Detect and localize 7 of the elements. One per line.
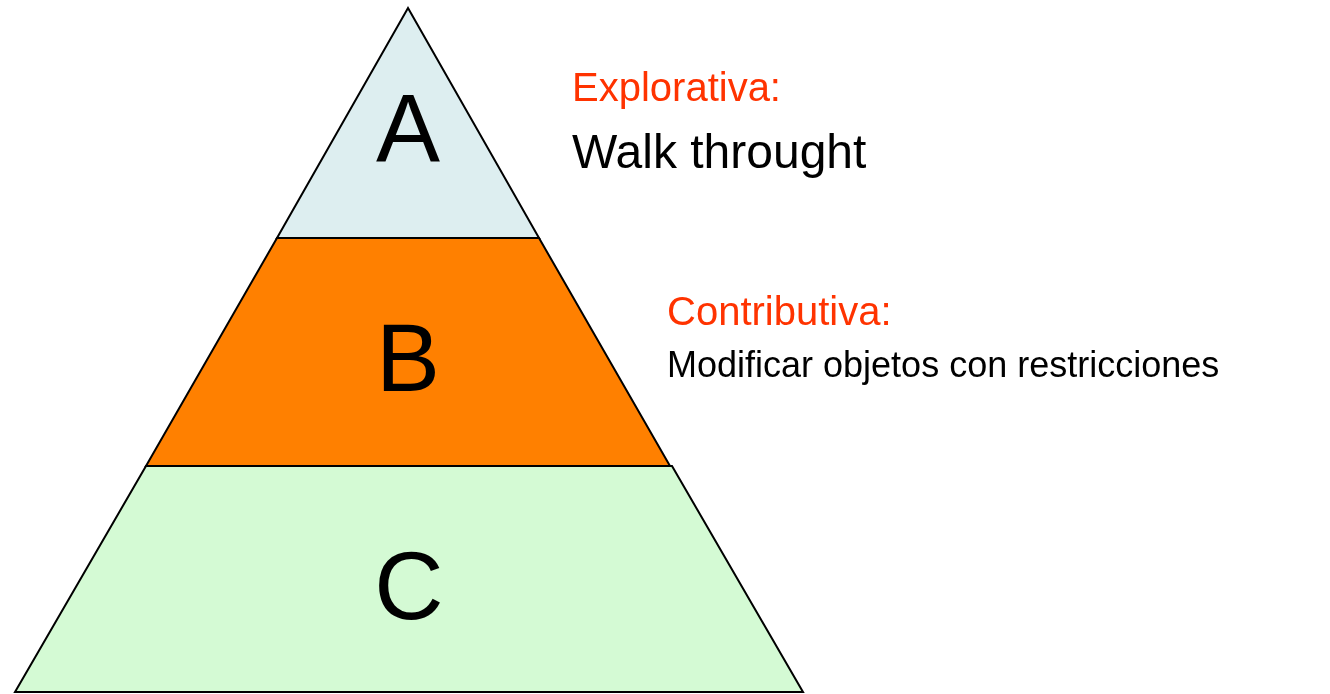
tier-description: Modificar objetos con restricciones — [667, 344, 1220, 386]
tier-heading: Contributiva: — [667, 288, 892, 334]
tier-letter: B — [375, 310, 441, 406]
tier-letter: C — [373, 538, 445, 634]
tier-letter: A — [375, 80, 441, 176]
tier-heading: Explorativa: — [572, 64, 781, 110]
tier-description: Walk throught — [572, 124, 867, 180]
